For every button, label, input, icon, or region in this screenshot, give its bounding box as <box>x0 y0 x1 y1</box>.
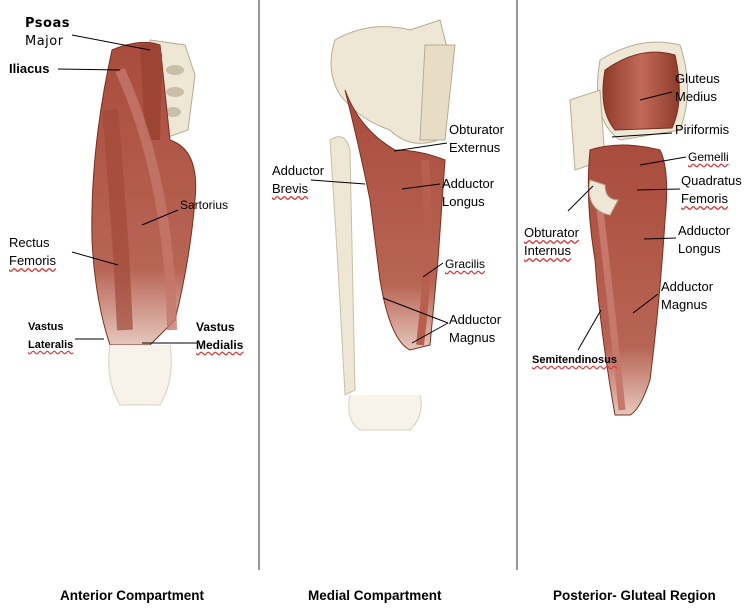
leader-sartorius <box>141 209 179 226</box>
medial-femur <box>329 136 356 396</box>
label-quadratus-femoris-line1: Quadratus <box>681 173 742 188</box>
leader-semitendinosus <box>577 309 602 351</box>
leader-adductor-magnus-posterior <box>632 293 659 314</box>
label-rectus-femoris-line2: Femoris <box>9 253 56 268</box>
leader-gluteus <box>639 91 673 101</box>
leader-iliacus <box>57 68 121 71</box>
leader-lines <box>57 34 687 351</box>
leader-obturator-externus <box>393 142 448 152</box>
medial-pelvis <box>330 19 451 144</box>
medial-knee-outline <box>348 394 422 431</box>
leader-rectus <box>71 251 119 266</box>
leader-quadratus <box>636 188 681 191</box>
label-gluteus-medius-line2: Medius <box>675 89 717 104</box>
label-vastus-lateralis-line2: Lateralis <box>28 339 74 351</box>
caption-posterior-gluteal-region: Posterior- Gluteal Region <box>553 588 716 603</box>
label-sartorius: Sartorius <box>180 198 229 212</box>
label-psoas-major-line2: Major <box>25 34 64 49</box>
anterior-vertebra-1 <box>166 65 184 75</box>
label-iliacus: Iliacus <box>9 61 50 76</box>
label-adductor-magnus-medial-line1: Adductor <box>449 312 502 327</box>
caption-medial-compartment: Medial Compartment <box>308 588 442 603</box>
label-adductor-longus-posterior-line2: Longus <box>678 241 721 256</box>
label-adductor-brevis-line2: Brevis <box>272 181 309 196</box>
leader-adductor-magnus-medial-1 <box>382 297 449 324</box>
leader-adductor-longus-posterior <box>643 237 677 240</box>
anterior-psoas-muscle <box>140 43 162 140</box>
leader-obturator-internus <box>567 185 594 212</box>
label-piriformis: Piriformis <box>675 122 730 137</box>
label-obturator-internus-line1: Obturator <box>524 225 579 240</box>
anterior-knee-outline <box>108 344 172 406</box>
label-vastus-lateralis-line1: Vastus <box>28 321 64 333</box>
label-vastus-medialis-line2: Medialis <box>196 338 244 352</box>
posterior-thigh-drawing <box>569 41 688 416</box>
leader-gemelli <box>639 156 687 166</box>
leader-adductor-brevis <box>310 179 366 185</box>
leader-adductor-magnus-medial-2 <box>411 322 449 344</box>
medial-muscle-mass <box>344 89 446 351</box>
posterior-semitendinosus-muscle <box>596 209 626 411</box>
posterior-ischium <box>588 179 619 216</box>
medial-thigh-drawing <box>329 19 456 431</box>
label-adductor-magnus-posterior-line1: Adductor <box>661 279 714 294</box>
label-adductor-brevis-line1: Adductor <box>272 163 325 178</box>
leader-gracilis <box>422 262 444 278</box>
label-obturator-internus-line2: Internus <box>524 243 571 258</box>
label-adductor-longus-medial-line1: Adductor <box>442 176 495 191</box>
posterior-gluteus-muscle <box>602 51 680 131</box>
label-gemelli: Gemelli <box>688 150 729 164</box>
label-adductor-longus-medial-line2: Longus <box>442 194 485 209</box>
leader-piriformis <box>611 132 673 138</box>
leader-adductor-longus-medial <box>401 183 441 190</box>
label-vastus-medialis-line1: Vastus <box>196 320 235 334</box>
anterior-thigh-drawing <box>91 39 197 406</box>
label-gracilis: Gracilis <box>445 257 486 271</box>
anterior-vertebra-2 <box>166 87 184 97</box>
label-semitendinosus: Semitendinosus <box>532 354 617 366</box>
anterior-vertebra-3 <box>165 107 181 117</box>
caption-anterior-compartment: Anterior Compartment <box>60 588 205 603</box>
anterior-rectus-muscle <box>102 109 133 331</box>
label-psoas-major-line1: Psoas <box>25 16 70 31</box>
label-gluteus-medius-line1: Gluteus <box>675 71 720 86</box>
medial-sacrum <box>419 44 456 141</box>
label-obturator-externus-line2: Externus <box>449 140 501 155</box>
label-obturator-externus-line1: Obturator <box>449 122 504 137</box>
anterior-sartorius-muscle <box>115 67 177 331</box>
label-adductor-magnus-medial-line2: Magnus <box>449 330 496 345</box>
leader-psoas <box>71 34 151 51</box>
label-quadratus-femoris-line2: Femoris <box>681 191 728 206</box>
label-rectus-femoris-line1: Rectus <box>9 235 50 250</box>
label-adductor-longus-posterior-line1: Adductor <box>678 223 731 238</box>
medial-gracilis-muscle <box>416 159 432 346</box>
label-adductor-magnus-posterior-line2: Magnus <box>661 297 708 312</box>
